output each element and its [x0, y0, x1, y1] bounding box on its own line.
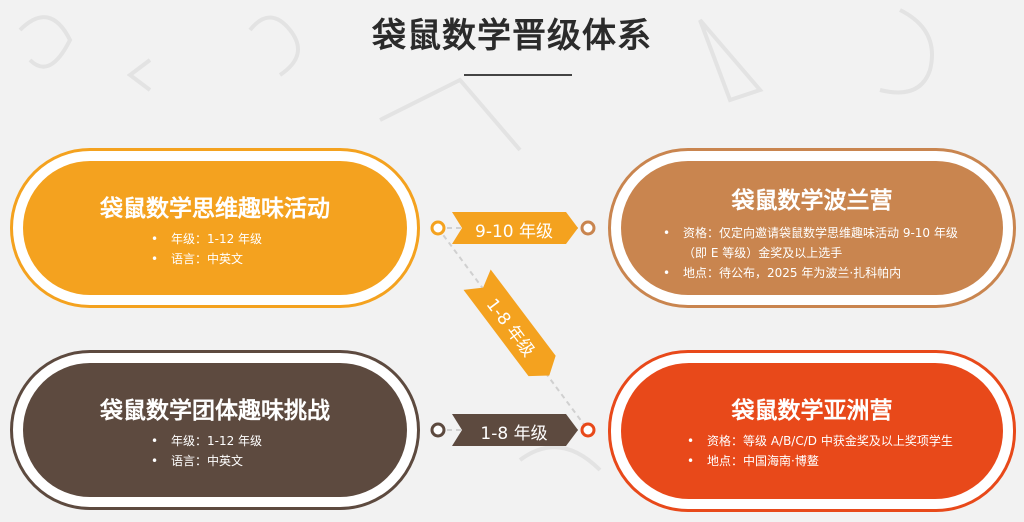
page-title: 袋鼠数学晋级体系	[372, 16, 652, 56]
list-item: 年级：1-12 年级	[151, 431, 262, 451]
list-item: 地点：中国海南·博鳌	[687, 451, 977, 471]
card-asia-camp: 袋鼠数学亚洲营 资格：等级 A/B/C/D 中获金奖及以上奖项学生 地点：中国海…	[608, 350, 1016, 512]
node-bottom-left	[430, 422, 446, 438]
node-top-right	[580, 220, 596, 236]
card-poland-camp: 袋鼠数学波兰营 资格：仅定向邀请袋鼠数学思维趣味活动 9-10 年级（即 E 等…	[608, 148, 1016, 308]
card-thinking-title: 袋鼠数学思维趣味活动	[100, 196, 330, 222]
card-poland-title: 袋鼠数学波兰营	[731, 188, 893, 214]
card-asia-title: 袋鼠数学亚洲营	[731, 398, 893, 424]
arrow-diagonal-shape	[463, 269, 556, 377]
list-item: 地点：待公布，2025 年为波兰·扎科帕内	[663, 263, 963, 283]
card-team-list: 年级：1-12 年级 语言：中英文	[151, 431, 262, 471]
arrow-bottom-label: 1-8 年级	[480, 424, 548, 444]
card-team-title: 袋鼠数学团体趣味挑战	[100, 398, 330, 424]
card-team-challenge: 袋鼠数学团体趣味挑战 年级：1-12 年级 语言：中英文	[10, 350, 420, 510]
arrow-top-shape	[452, 212, 578, 244]
arrow-bottom-shape	[452, 414, 578, 446]
node-top-left	[430, 220, 446, 236]
list-item: 资格：仅定向邀请袋鼠数学思维趣味活动 9-10 年级（即 E 等级）金奖及以上选…	[663, 223, 963, 263]
card-thinking-activity: 袋鼠数学思维趣味活动 年级：1-12 年级 语言：中英文	[10, 148, 420, 308]
title-underline	[464, 74, 572, 76]
node-bottom-right	[580, 422, 596, 438]
card-asia-list: 资格：等级 A/B/C/D 中获金奖及以上奖项学生 地点：中国海南·博鳌	[687, 431, 977, 471]
card-poland-list: 资格：仅定向邀请袋鼠数学思维趣味活动 9-10 年级（即 E 等级）金奖及以上选…	[663, 223, 963, 283]
list-item: 年级：1-12 年级	[151, 229, 262, 249]
arrow-top-label: 9-10 年级	[475, 222, 553, 242]
list-item: 语言：中英文	[151, 451, 262, 471]
diagonal-dashed-line	[437, 227, 589, 431]
list-item: 资格：等级 A/B/C/D 中获金奖及以上奖项学生	[687, 431, 977, 451]
list-item: 语言：中英文	[151, 249, 262, 269]
card-thinking-list: 年级：1-12 年级 语言：中英文	[151, 229, 262, 269]
